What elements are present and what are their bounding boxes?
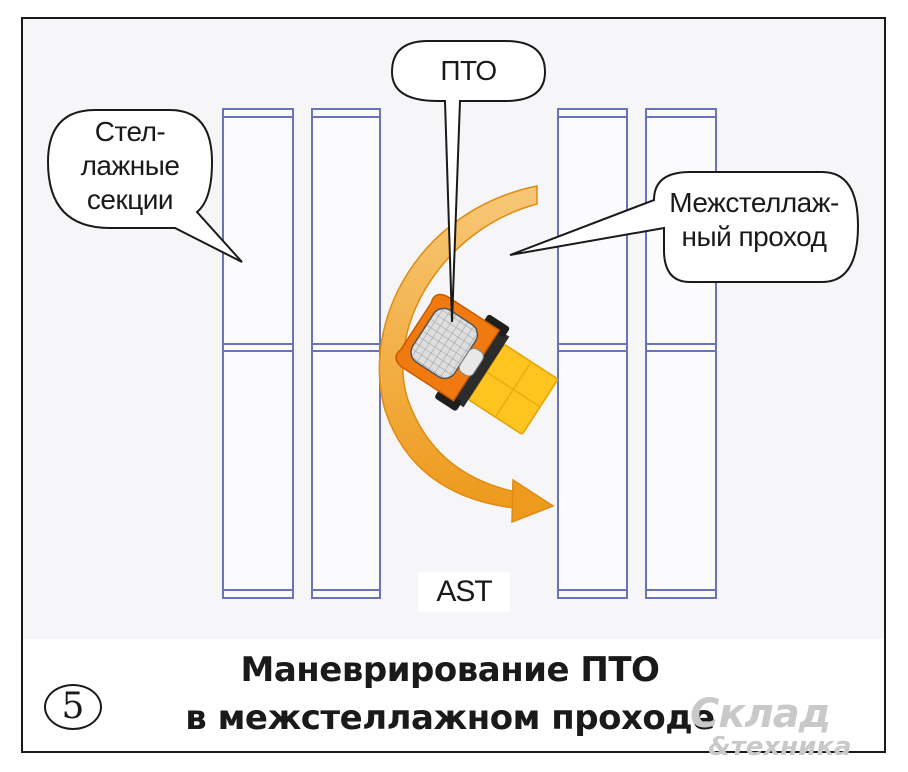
forklift-icon — [395, 293, 559, 435]
logo-watermark-line2: &техника — [708, 732, 852, 762]
callout-aisle — [509, 171, 860, 283]
caption-line-2: в межстеллажном проходе — [185, 698, 715, 738]
aisle-label-line1: Межстеллаж- — [669, 187, 839, 218]
rack-sections-label: Стел- лажные секции — [52, 115, 208, 217]
callout-rack-sections — [46, 109, 243, 263]
rack-section-3 — [557, 108, 628, 599]
curved-arrow-icon — [378, 185, 555, 524]
figure-number: 5 — [44, 684, 102, 730]
forklift-label: ПТО — [440, 55, 497, 86]
rack-sections-label-line2: лажные — [80, 150, 180, 181]
rack-section-1 — [222, 108, 294, 599]
aisle-code-label: AST — [418, 572, 510, 612]
caption-line-1: Маневрирование ПТО — [240, 650, 660, 690]
callout-forklift — [390, 40, 547, 323]
aisle-label-line2: ный проход — [681, 221, 827, 252]
rack-sections-label-line1: Стел- — [94, 116, 166, 147]
logo-watermark-line1: Склад — [690, 691, 831, 737]
rack-sections-label-line3: секции — [86, 184, 174, 215]
figure-frame — [21, 17, 886, 753]
aisle-label: Межстеллаж- ный проход — [654, 186, 854, 254]
